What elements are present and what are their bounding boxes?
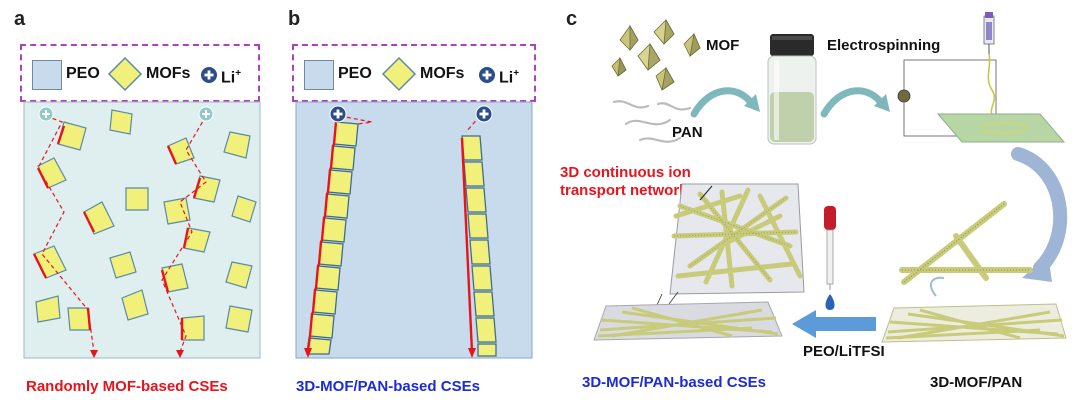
label-peo-litfsi: PEO/LiTFSI [803, 343, 885, 360]
dropper-icon [824, 206, 836, 310]
panel-b-electrolyte [295, 101, 533, 359]
mof-particles [33, 109, 257, 341]
peo-swatch [32, 60, 62, 90]
mof-crystals-illustration [611, 18, 701, 91]
mof-column-left [306, 121, 359, 355]
panel-letter-c: c [566, 8, 578, 30]
label-pan: PAN [672, 124, 703, 141]
ion-path-solid [32, 125, 202, 340]
arrow-to-electrospinning [820, 87, 890, 118]
li-ion-icons-a [38, 106, 214, 122]
legend-li-label: Li+ [221, 68, 242, 87]
ion-path-b [306, 121, 474, 353]
legend-peo-label: PEO [338, 65, 372, 82]
mof-pan-mat [881, 303, 1067, 343]
arrow-to-final-cse [792, 310, 876, 338]
arrowheads-b [304, 348, 476, 358]
crossed-fibers-illustration [899, 201, 1033, 297]
caption-c-left: 3D-MOF/PAN-based CSEs [582, 374, 766, 391]
li-ion-icon [479, 67, 495, 83]
arrow-to-vial [690, 87, 760, 118]
legend-box-a: PEO MOFs Li+ [20, 44, 260, 102]
panel-letter-b: b [288, 8, 301, 30]
legend-li-label: Li+ [499, 68, 520, 87]
peo-swatch [304, 60, 334, 90]
caption-b: 3D-MOF/PAN-based CSEs [296, 378, 480, 395]
pan-fibers-illustration [612, 100, 692, 143]
solution-vial [767, 34, 817, 145]
label-network: 3D continuous ion transport network [560, 164, 691, 199]
caption-c-right: 3D-MOF/PAN [930, 374, 1023, 391]
li-ion-icons-b [329, 105, 493, 123]
legend-box-b: PEO MOFs Li+ [292, 44, 536, 102]
caption-a: Randomly MOF-based CSEs [26, 378, 228, 395]
legend-peo-label: PEO [66, 65, 100, 82]
mof-column-right [461, 135, 497, 357]
panel-letter-a: a [14, 8, 26, 30]
legend-mofs-label: MOFs [420, 65, 465, 82]
mof-swatch [381, 56, 417, 92]
legend-mofs-label: MOFs [146, 65, 191, 82]
arrowheads-a [90, 350, 184, 358]
fiber-network-zoom [669, 183, 805, 295]
cse-mat-composite [593, 301, 783, 341]
electrospinning-setup [897, 12, 1066, 143]
arrow-to-3d-mof-pan [1011, 147, 1068, 282]
panel-a-electrolyte [23, 101, 261, 359]
label-electrospinning: Electrospinning [827, 37, 941, 54]
li-ion-icon [201, 67, 217, 83]
mof-swatch [107, 56, 143, 92]
label-mof: MOF [706, 37, 740, 54]
